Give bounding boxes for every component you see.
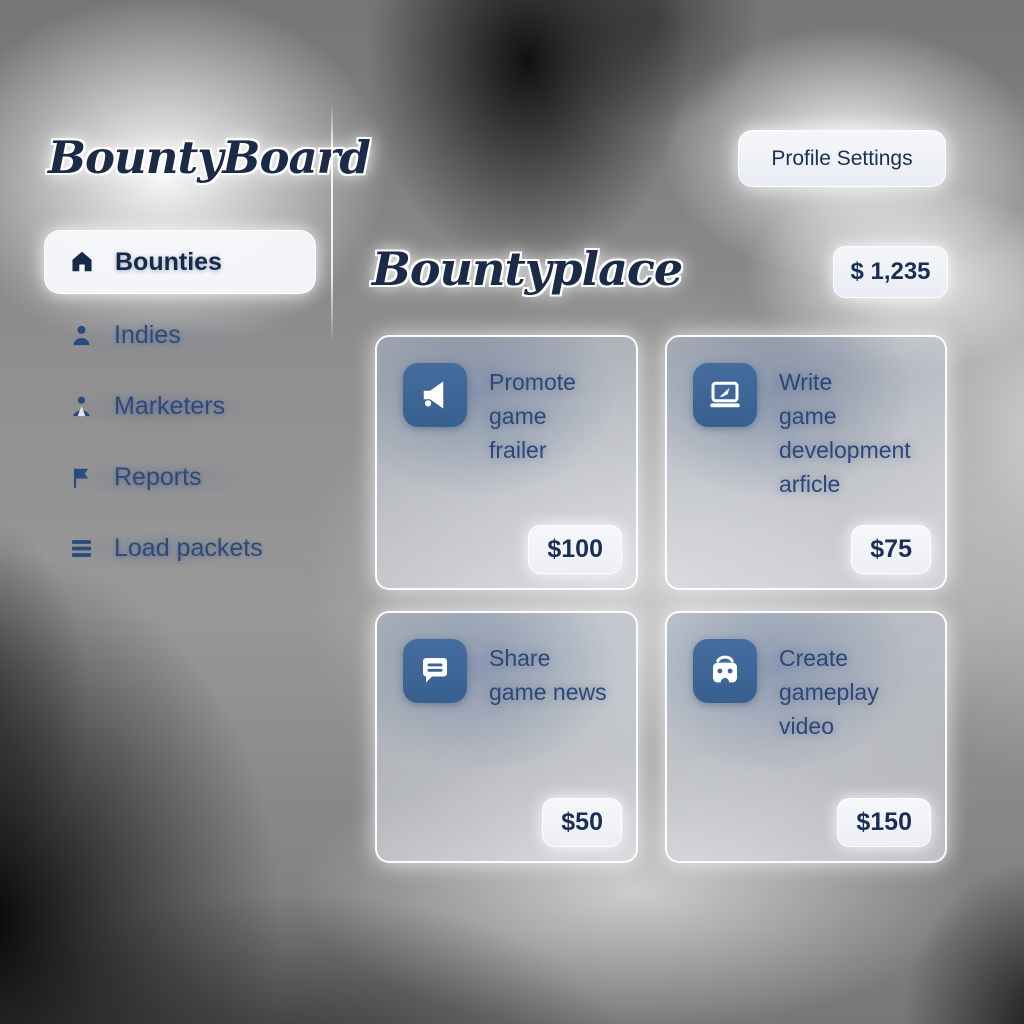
sidebar-item-reports[interactable]: Reports [44,442,316,513]
sidebar-divider [331,104,333,344]
chat-bubble-icon [403,639,467,703]
sidebar-item-label: Load packets [114,534,263,562]
bounty-price: $50 [542,798,622,847]
sidebar-item-label: Bounties [115,247,222,276]
app-logo: BountyBoard [48,131,371,184]
flag-icon [66,463,96,493]
bounty-price: $75 [851,525,931,574]
bounty-card-grid: Promote game frailer $100 Write game dev… [375,335,947,863]
bounty-title: Write game development arficle [779,369,911,497]
sidebar-item-label: Reports [114,463,202,491]
bounty-title: Create gameplay video [779,645,879,739]
sidebar: Bounties Indies Marketers Reports Load p… [44,230,316,584]
sidebar-item-indies[interactable]: Indies [44,300,316,371]
people-icon [66,392,96,422]
page-title: Bountyplace [372,242,683,296]
sidebar-item-label: Marketers [114,392,226,420]
gamepad-icon [693,639,757,703]
bounty-card-share-news[interactable]: Share game news $50 [375,611,638,863]
sidebar-item-load-packets[interactable]: Load packets [44,513,316,584]
stack-icon [66,534,96,564]
home-icon [67,247,97,277]
megaphone-icon [403,363,467,427]
sidebar-item-label: Indies [114,321,181,349]
bounty-card-gameplay-video[interactable]: Create gameplay video $150 [665,611,947,863]
profile-settings-button[interactable]: Profile Settings [738,130,946,187]
bounty-price: $100 [528,525,622,574]
bounty-title: Share game news [489,645,607,705]
bounty-price: $150 [837,798,931,847]
sidebar-item-bounties[interactable]: Bounties [44,230,316,294]
person-icon [66,321,96,351]
laptop-pen-icon [693,363,757,427]
balance-badge: $ 1,235 [833,246,948,298]
bounty-card-promote-trailer[interactable]: Promote game frailer $100 [375,335,638,590]
bounty-card-dev-article[interactable]: Write game development arficle $75 [665,335,947,590]
sidebar-item-marketers[interactable]: Marketers [44,371,316,442]
bounty-title: Promote game frailer [489,369,576,463]
